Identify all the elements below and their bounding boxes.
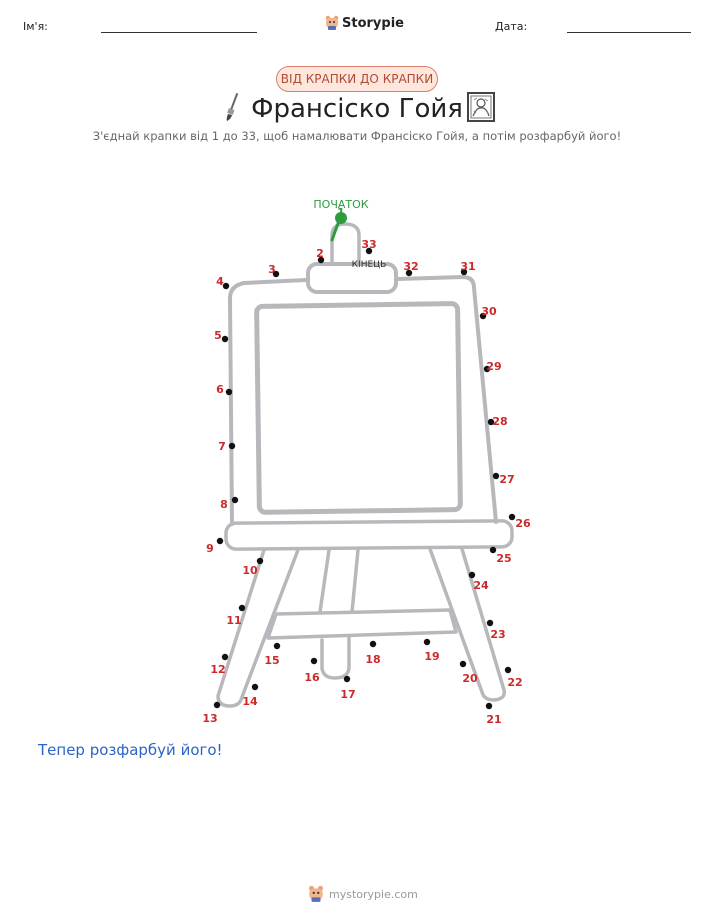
dot-22 bbox=[504, 666, 512, 674]
dot-number-21: 21 bbox=[486, 713, 501, 726]
dot-7 bbox=[228, 442, 236, 450]
dot-number-8: 8 bbox=[220, 498, 228, 511]
dot-number-33: 33 bbox=[361, 238, 376, 251]
dot-number-12: 12 bbox=[210, 663, 225, 676]
dot-21 bbox=[485, 702, 493, 710]
dot-number-5: 5 bbox=[214, 329, 222, 342]
dot-12 bbox=[221, 653, 229, 661]
coloring-prompt: Тепер розфарбуй його! bbox=[38, 741, 223, 759]
dot-number-18: 18 bbox=[365, 653, 380, 666]
dot-number-22: 22 bbox=[507, 676, 522, 689]
name-label: Ім'я: bbox=[23, 20, 48, 33]
dot-23 bbox=[486, 619, 494, 627]
dot-number-27: 27 bbox=[499, 473, 514, 486]
dot-8 bbox=[231, 496, 239, 504]
dot-number-6: 6 bbox=[216, 383, 224, 396]
date-label: Дата: bbox=[495, 20, 528, 33]
storypie-mascot-icon bbox=[309, 885, 323, 902]
dot-number-15: 15 bbox=[264, 654, 279, 667]
instructions: З'єднай крапки від 1 до 33, щоб намалюва… bbox=[92, 129, 622, 143]
easel-outline bbox=[216, 222, 514, 708]
dot-18 bbox=[369, 640, 377, 648]
dot-29 bbox=[483, 365, 491, 373]
end-label: КІНЕЦЬ bbox=[352, 260, 387, 270]
dot-number-3: 3 bbox=[268, 263, 276, 276]
dot-number-20: 20 bbox=[462, 672, 478, 685]
dot-number-19: 19 bbox=[424, 650, 439, 663]
dot-number-24: 24 bbox=[473, 579, 489, 592]
dot-5 bbox=[221, 335, 229, 343]
dot-number-4: 4 bbox=[216, 275, 224, 288]
dot-number-32: 32 bbox=[403, 260, 418, 273]
dot-28 bbox=[487, 418, 495, 426]
dot-10 bbox=[256, 557, 264, 565]
dot-33 bbox=[365, 247, 373, 255]
dot-number-30: 30 bbox=[481, 305, 497, 318]
dot-number-13: 13 bbox=[202, 712, 217, 725]
dot-number-11: 11 bbox=[226, 614, 241, 627]
dot-number-23: 23 bbox=[490, 628, 505, 641]
dot-24 bbox=[468, 571, 476, 579]
dot-9 bbox=[216, 537, 224, 545]
dot-number-10: 10 bbox=[242, 564, 258, 577]
dot-31 bbox=[460, 268, 468, 276]
name-line bbox=[101, 32, 257, 33]
dot-32 bbox=[405, 269, 413, 277]
dot-number-2: 2 bbox=[316, 247, 324, 260]
dot-17 bbox=[343, 675, 351, 683]
dot-number-14: 14 bbox=[242, 695, 258, 708]
date-line bbox=[567, 32, 691, 33]
footer: mystorypie.com bbox=[308, 885, 418, 903]
page-title: Франсіско Гойя bbox=[251, 94, 463, 124]
dot-number-31: 31 bbox=[460, 260, 475, 273]
dot-number-1: 1 bbox=[337, 206, 345, 219]
dot-number-9: 9 bbox=[206, 542, 214, 555]
dot-number-16: 16 bbox=[304, 671, 320, 684]
dot-16 bbox=[310, 657, 318, 665]
dot-1 bbox=[335, 212, 347, 224]
dot-19 bbox=[423, 638, 431, 646]
dot-3 bbox=[272, 270, 280, 278]
storypie-mascot-icon bbox=[325, 15, 339, 30]
dot-11 bbox=[238, 604, 246, 612]
footer-url: mystorypie.com bbox=[329, 887, 418, 901]
paintbrush-icon bbox=[226, 93, 238, 121]
dot-number-7: 7 bbox=[218, 440, 226, 453]
dot-number-17: 17 bbox=[340, 688, 355, 701]
dot-25 bbox=[489, 546, 497, 554]
dot-number-29: 29 bbox=[486, 360, 501, 373]
dot-30 bbox=[479, 312, 487, 320]
dot-26 bbox=[508, 513, 516, 521]
activity-badge: ВІД КРАПКИ ДО КРАПКИ bbox=[276, 66, 438, 92]
dot-number-25: 25 bbox=[496, 552, 511, 565]
framed-painting-icon bbox=[467, 92, 495, 122]
dot-14 bbox=[251, 683, 259, 691]
brand-name: Storypie bbox=[342, 15, 404, 31]
dot-number-28: 28 bbox=[492, 415, 507, 428]
dot-15 bbox=[273, 642, 281, 650]
dot-4 bbox=[222, 282, 230, 290]
dot-20 bbox=[459, 660, 467, 668]
dot-number-26: 26 bbox=[515, 517, 531, 530]
dot-6 bbox=[225, 388, 233, 396]
start-label: ПОЧАТОК bbox=[313, 198, 368, 211]
dot-27 bbox=[492, 472, 500, 480]
dot-2 bbox=[317, 256, 325, 264]
brand-logo: Storypie bbox=[325, 13, 404, 33]
dot-13 bbox=[213, 701, 221, 709]
